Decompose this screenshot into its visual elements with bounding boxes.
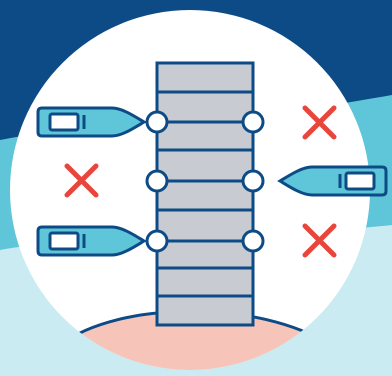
- ring-icon: [243, 171, 263, 191]
- ring-icon: [147, 231, 167, 251]
- ring-icon: [243, 112, 263, 132]
- pier: [157, 63, 253, 325]
- ring-icon: [147, 112, 167, 132]
- boat-icon: [280, 167, 386, 195]
- boat-icon: [38, 108, 144, 136]
- ring-icon: [243, 231, 263, 251]
- ring-icon: [147, 171, 167, 191]
- boat-icon: [38, 227, 144, 255]
